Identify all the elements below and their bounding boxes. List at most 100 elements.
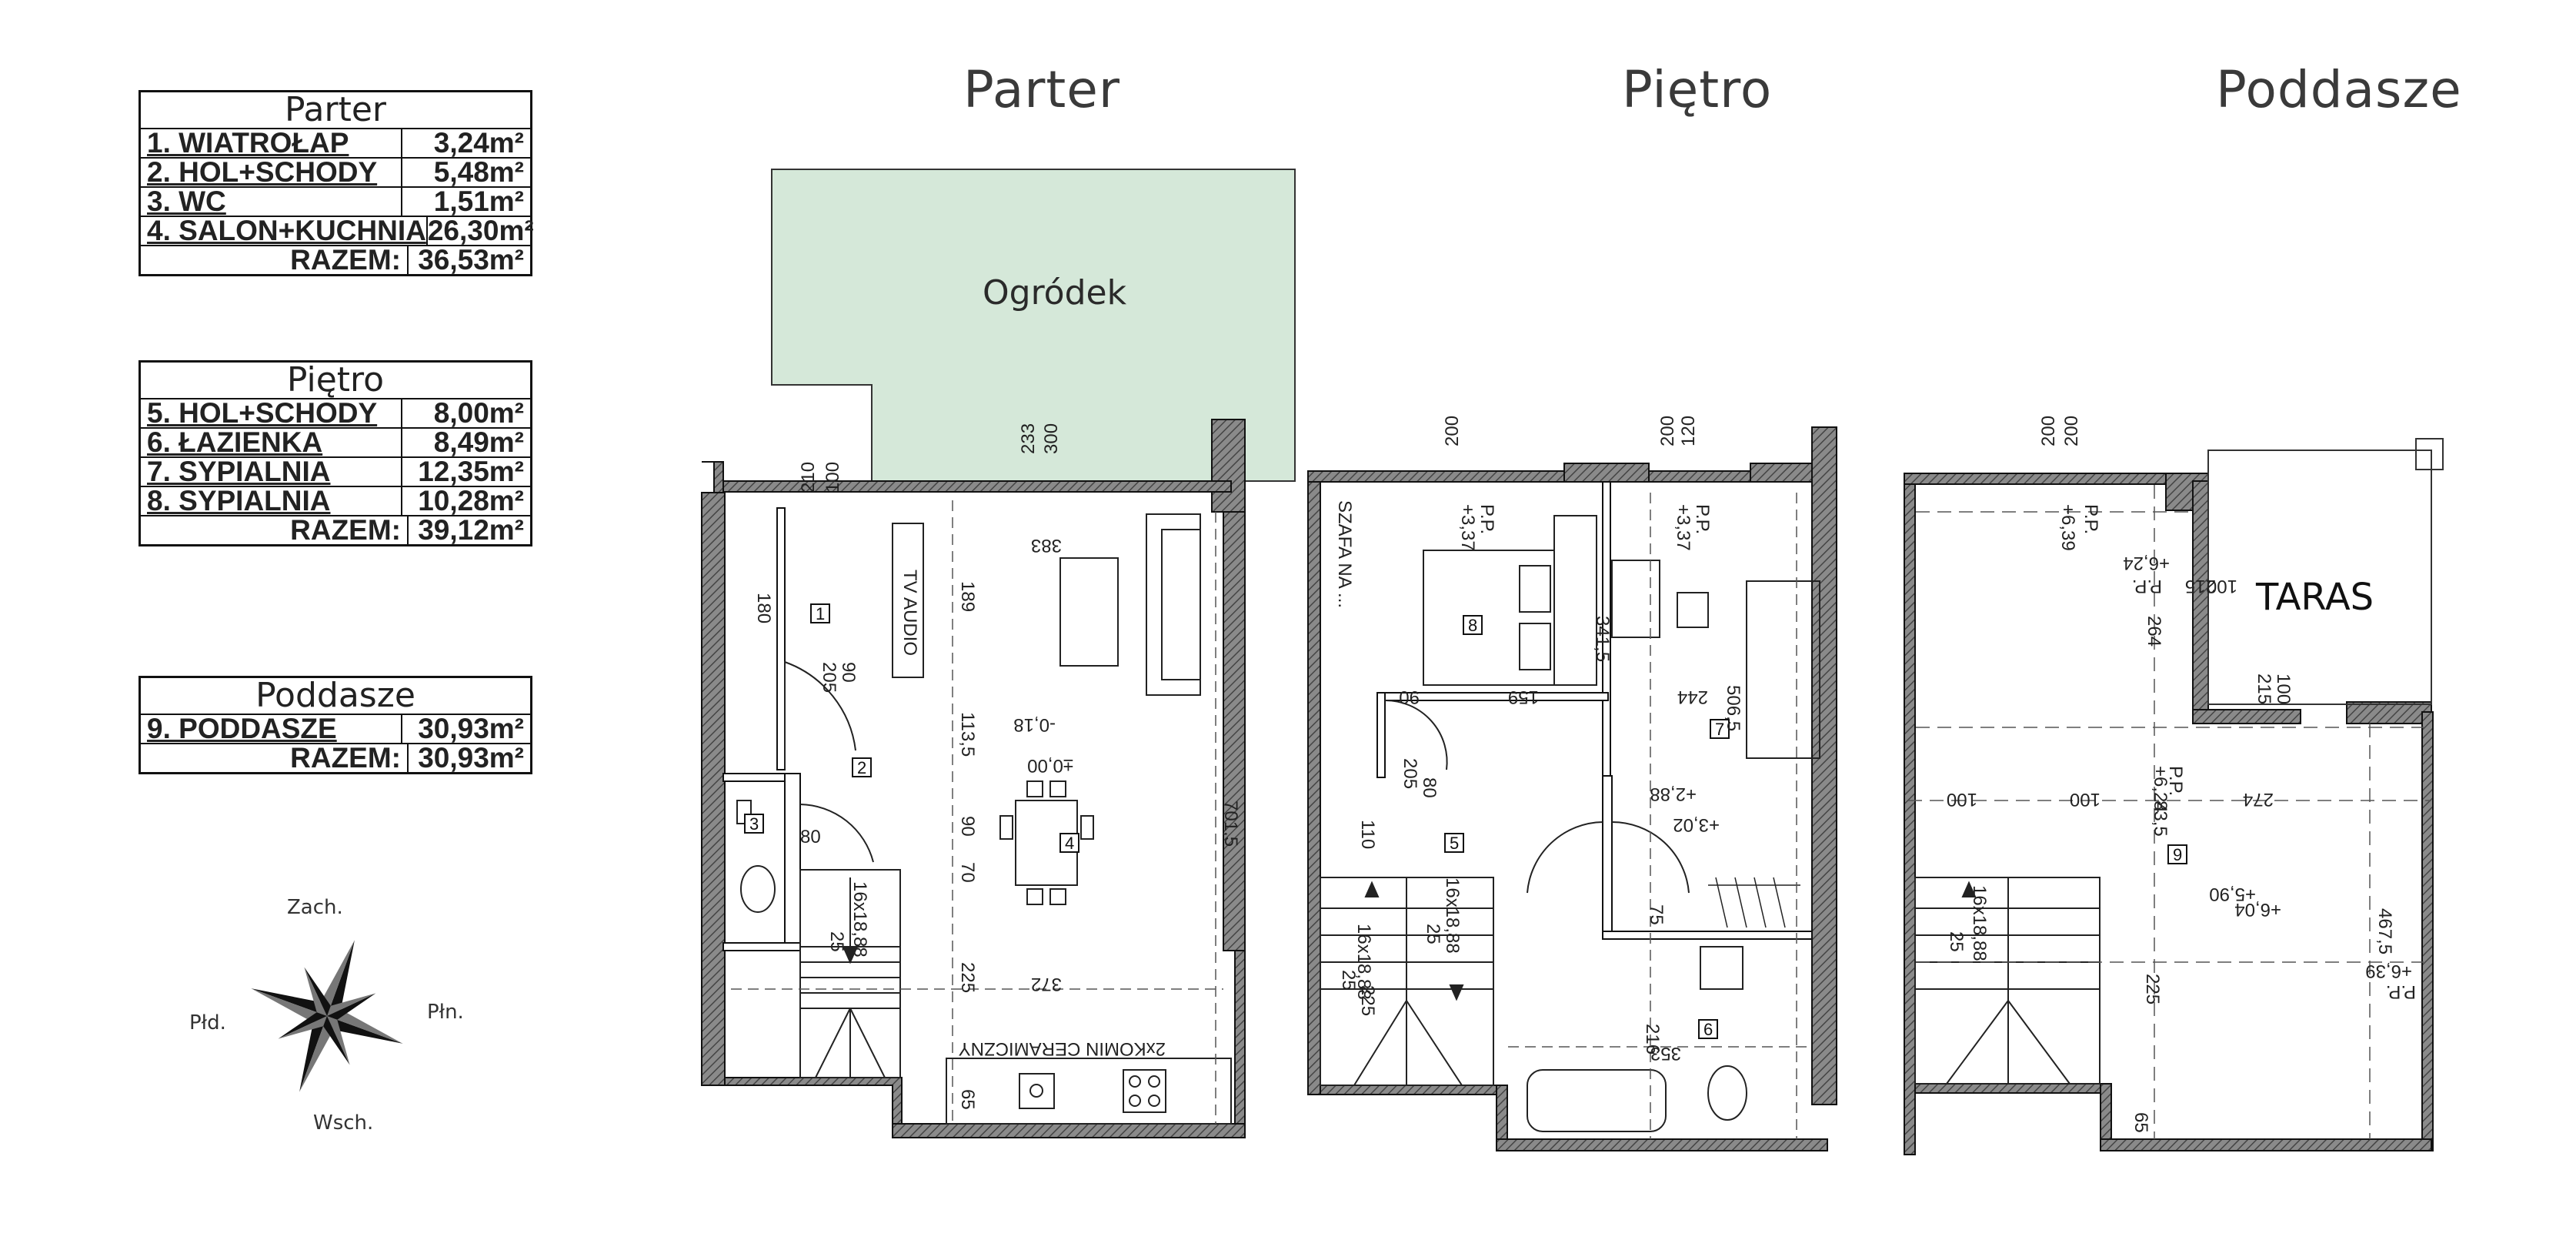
room-area: 1,51m² — [433, 185, 524, 217]
wall — [2346, 701, 2432, 724]
room-number: 6 — [1703, 1020, 1713, 1039]
legend-row: 3. WC 1,51m² — [141, 185, 530, 217]
total-label: RAZEM: — [141, 516, 409, 544]
level-mark: +3,37 — [1673, 504, 1693, 551]
plan-poddasze: TARAS 9 +6,04 +5,90 — [1904, 416, 2444, 1155]
level-mark: P.P. — [1477, 504, 1497, 534]
dimension: 90 — [957, 816, 978, 837]
wall — [1602, 775, 1613, 938]
dimension: 701,5 — [1220, 800, 1241, 847]
room-area: 5,48m² — [433, 156, 524, 188]
title-parter: Parter — [963, 60, 1121, 119]
room-number: 7 — [1715, 720, 1724, 739]
room-name: 8. SYPIALNIA — [141, 486, 402, 515]
level-mark: +3,37 — [1457, 504, 1478, 551]
legend-table-parter: Parter 1. WIATROŁAP 3,24m² 2. HOL+SCHODY… — [138, 90, 534, 276]
legend-row: 5. HOL+SCHODY 8,00m² — [141, 399, 530, 429]
level-mark: +2,88 — [1650, 784, 1697, 804]
legend-row: 6. ŁAZIENKA 8,49m² — [141, 426, 530, 458]
dimension: 83,5 — [2150, 800, 2171, 837]
level-mark: P.P. — [1692, 504, 1713, 534]
dimension: 264 — [2144, 616, 2164, 647]
dimension: 200 — [1657, 416, 1678, 446]
room-name: 1. WIATROŁAP — [141, 129, 402, 157]
level-mark: +6,39 — [2365, 961, 2412, 981]
title-pietro: Piętro — [1622, 60, 1773, 119]
level-mark: +6,24 — [2150, 766, 2171, 813]
legend-title-poddasze: Poddasze — [141, 678, 530, 715]
dimension: 100 — [823, 462, 843, 493]
total-label: RAZEM: — [141, 246, 409, 274]
wall — [722, 942, 801, 951]
wall — [1211, 419, 1246, 513]
wall — [1602, 931, 1813, 940]
dimension: 244 — [1677, 687, 1708, 707]
dimension: 100 — [2070, 789, 2101, 810]
dimension: 65 — [2131, 1112, 2151, 1133]
stair-label: 25 — [826, 931, 847, 952]
dimension: 100 — [2273, 673, 2294, 704]
dimension: 506,5 — [1723, 685, 1743, 731]
dimension: 113,5 — [957, 712, 978, 757]
dimension: 205 — [1400, 758, 1420, 789]
level-mark: +3,02 — [1673, 814, 1720, 835]
chimney-label: 2xKOMIN CERAMICZNY — [959, 1038, 1166, 1059]
legend-title-parter: Parter — [141, 92, 530, 129]
dimension: 233 — [1018, 423, 1039, 454]
room-area: 3,24m² — [433, 127, 524, 159]
dimension: 274 — [2243, 789, 2274, 810]
room-number: 5 — [1450, 834, 1459, 853]
dimension: 200 — [2038, 416, 2059, 446]
legend-total-row: RAZEM: 39,12m² — [141, 516, 530, 544]
room-area: 8,49m² — [433, 426, 524, 458]
dimension: 341,5 — [1592, 616, 1613, 662]
dimension: 216 — [1642, 1024, 1663, 1055]
legend-total-row: RAZEM: 36,53m² — [141, 246, 530, 274]
stair-label: 16x18,88 — [849, 881, 870, 958]
legend-total-row: RAZEM: 30,93m² — [141, 744, 530, 772]
plan-parter: Ogródek — [701, 169, 1296, 1138]
level-mark: ±0,00 — [1027, 755, 1073, 776]
room-area: 12,35m² — [418, 456, 524, 487]
room-name: 7. SYPIALNIA — [141, 457, 402, 486]
dimension: 80 — [1419, 777, 1440, 798]
wall — [1223, 511, 1246, 951]
room-name: 2. HOL+SCHODY — [141, 158, 402, 186]
wardrobe-label: SZAFA NA ... — [1334, 500, 1355, 608]
wall — [2421, 711, 2434, 1151]
dimension: 467,5 — [2374, 908, 2395, 954]
dimension: 120 — [1678, 416, 1699, 446]
level-mark: -0,18 — [1013, 714, 1056, 735]
level-mark: +6,04 — [2234, 899, 2281, 920]
total-area: 36,53m² — [418, 244, 524, 276]
room-number: 3 — [749, 814, 759, 834]
room-name: 4. SALON+KUCHNIA — [141, 216, 428, 245]
dimension: 200 — [1442, 416, 1463, 446]
dimension: 210 — [798, 462, 819, 493]
wall — [722, 773, 786, 782]
legend-row: 7. SYPIALNIA 12,35m² — [141, 456, 530, 487]
svg-text:TV AUDIO: TV AUDIO — [899, 570, 920, 656]
legend-row: 9. PODDASZE 30,93m² — [141, 714, 530, 744]
dimension: 70 — [957, 862, 978, 883]
compass-label-south: Wsch. — [313, 1111, 374, 1135]
stair-label: 25 — [1423, 924, 1443, 944]
stair-label: 25 — [1338, 970, 1359, 991]
title-poddasze: Poddasze — [2216, 60, 2462, 119]
level-mark: P.P. — [2386, 981, 2416, 1002]
wall — [1320, 1085, 1506, 1095]
room-name: 9. PODDASZE — [141, 714, 402, 743]
wall — [1811, 426, 1837, 1105]
stair-label: 25 — [1946, 931, 1967, 952]
dimension: 215 — [2185, 576, 2216, 597]
dimension: 205 — [819, 662, 839, 693]
dimension: 65 — [957, 1089, 978, 1110]
wall — [1496, 1138, 1828, 1151]
total-area: 39,12m² — [418, 514, 524, 546]
legend-row: 4. SALON+KUCHNIA 26,30m² — [141, 216, 534, 246]
legend-row: 1. WIATROŁAP 3,24m² — [141, 129, 530, 159]
dimension: 100 — [2207, 576, 2237, 597]
total-label: RAZEM: — [141, 744, 409, 772]
level-mark: +6,24 — [2123, 553, 2170, 573]
